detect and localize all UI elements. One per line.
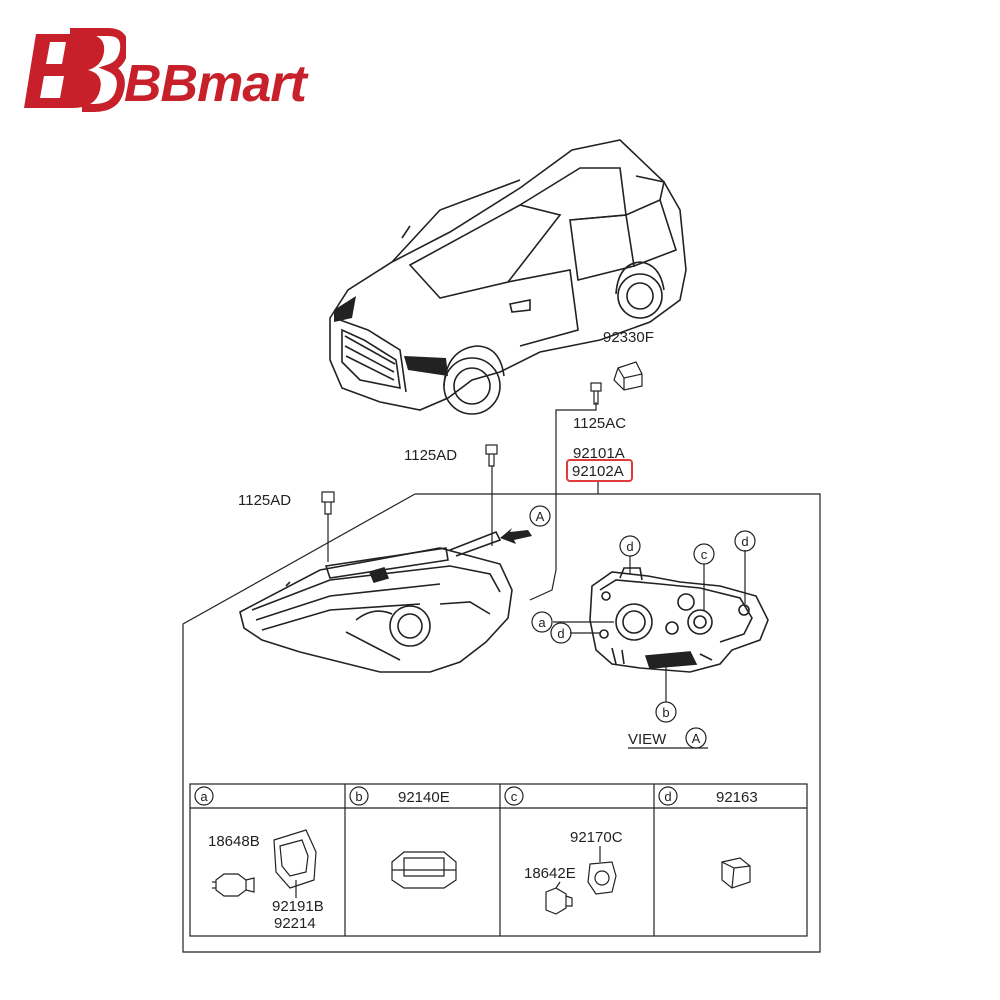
- svg-text:c: c: [511, 789, 518, 804]
- callout-A-view: A: [685, 727, 707, 749]
- assembly-frame: [182, 493, 821, 953]
- part-18642E: 18642E: [524, 865, 576, 882]
- vehicle-illustration: [329, 139, 687, 415]
- view-direction-arrow-icon: [500, 528, 532, 544]
- table-header-b: b: [349, 786, 369, 806]
- bolt-1125ad-top: [485, 444, 498, 467]
- callout-d-left: d: [550, 622, 572, 644]
- part-92170C: 92170C: [570, 829, 623, 846]
- callout-leaders: [553, 550, 746, 749]
- svg-text:b: b: [662, 705, 669, 720]
- label-1125AD-left: 1125AD: [238, 492, 291, 509]
- label-1125AC: 1125AC: [573, 415, 626, 432]
- svg-text:d: d: [664, 789, 671, 804]
- small-bulb-icon: [545, 881, 573, 915]
- callout-markers: d c d a d b A A: [529, 505, 756, 749]
- headlamp-rear-view: [589, 567, 769, 673]
- svg-text:A: A: [692, 731, 701, 746]
- svg-text:A: A: [536, 509, 545, 524]
- callout-b: b: [655, 701, 677, 723]
- callout-d-top-right: d: [734, 530, 756, 552]
- part-92191B: 92191B: [272, 898, 324, 915]
- label-92101A: 92101A: [573, 445, 625, 462]
- callout-c: c: [693, 543, 715, 565]
- svg-text:d: d: [741, 534, 748, 549]
- leader-lines: [327, 402, 599, 601]
- table-header-a: a: [194, 786, 214, 806]
- callout-a: a: [531, 611, 553, 633]
- table-header-b-part: 92140E: [398, 789, 450, 806]
- bracket-part: [613, 361, 643, 391]
- view-label: VIEW: [628, 731, 667, 748]
- label-92330F: 92330F: [603, 329, 654, 346]
- grommet-icon: [721, 857, 751, 889]
- small-socket-icon: [587, 861, 617, 895]
- svg-text:a: a: [538, 615, 546, 630]
- table-header-d: d: [658, 786, 678, 806]
- label-92102A: 92102A: [572, 463, 624, 480]
- label-1125AD-top: 1125AD: [404, 447, 457, 464]
- svg-text:a: a: [200, 789, 208, 804]
- svg-text:d: d: [557, 626, 564, 641]
- cap-icon: [391, 851, 457, 889]
- bolt-1125ac: [590, 382, 602, 405]
- bulb-icon: [212, 873, 255, 897]
- svg-text:c: c: [701, 547, 708, 562]
- parts-table: a b 92140E c d 92163 18648B 92191B 92214: [189, 783, 808, 937]
- bulb-socket-icon: [273, 829, 317, 898]
- callout-d-top-left: d: [619, 535, 641, 557]
- table-header-c: c: [504, 786, 524, 806]
- table-header-d-part: 92163: [716, 789, 758, 806]
- headlamp-assembly: [239, 530, 513, 673]
- bolt-1125ad-left: [321, 491, 335, 515]
- brand-name: BBmart: [124, 55, 307, 113]
- highlight-box: [566, 459, 633, 482]
- svg-text:d: d: [626, 539, 633, 554]
- brand-logo-icon: [24, 28, 126, 112]
- svg-text:b: b: [355, 789, 362, 804]
- callout-A-arrow: A: [529, 505, 551, 527]
- part-92214: 92214: [274, 915, 316, 932]
- part-18648B: 18648B: [208, 833, 260, 850]
